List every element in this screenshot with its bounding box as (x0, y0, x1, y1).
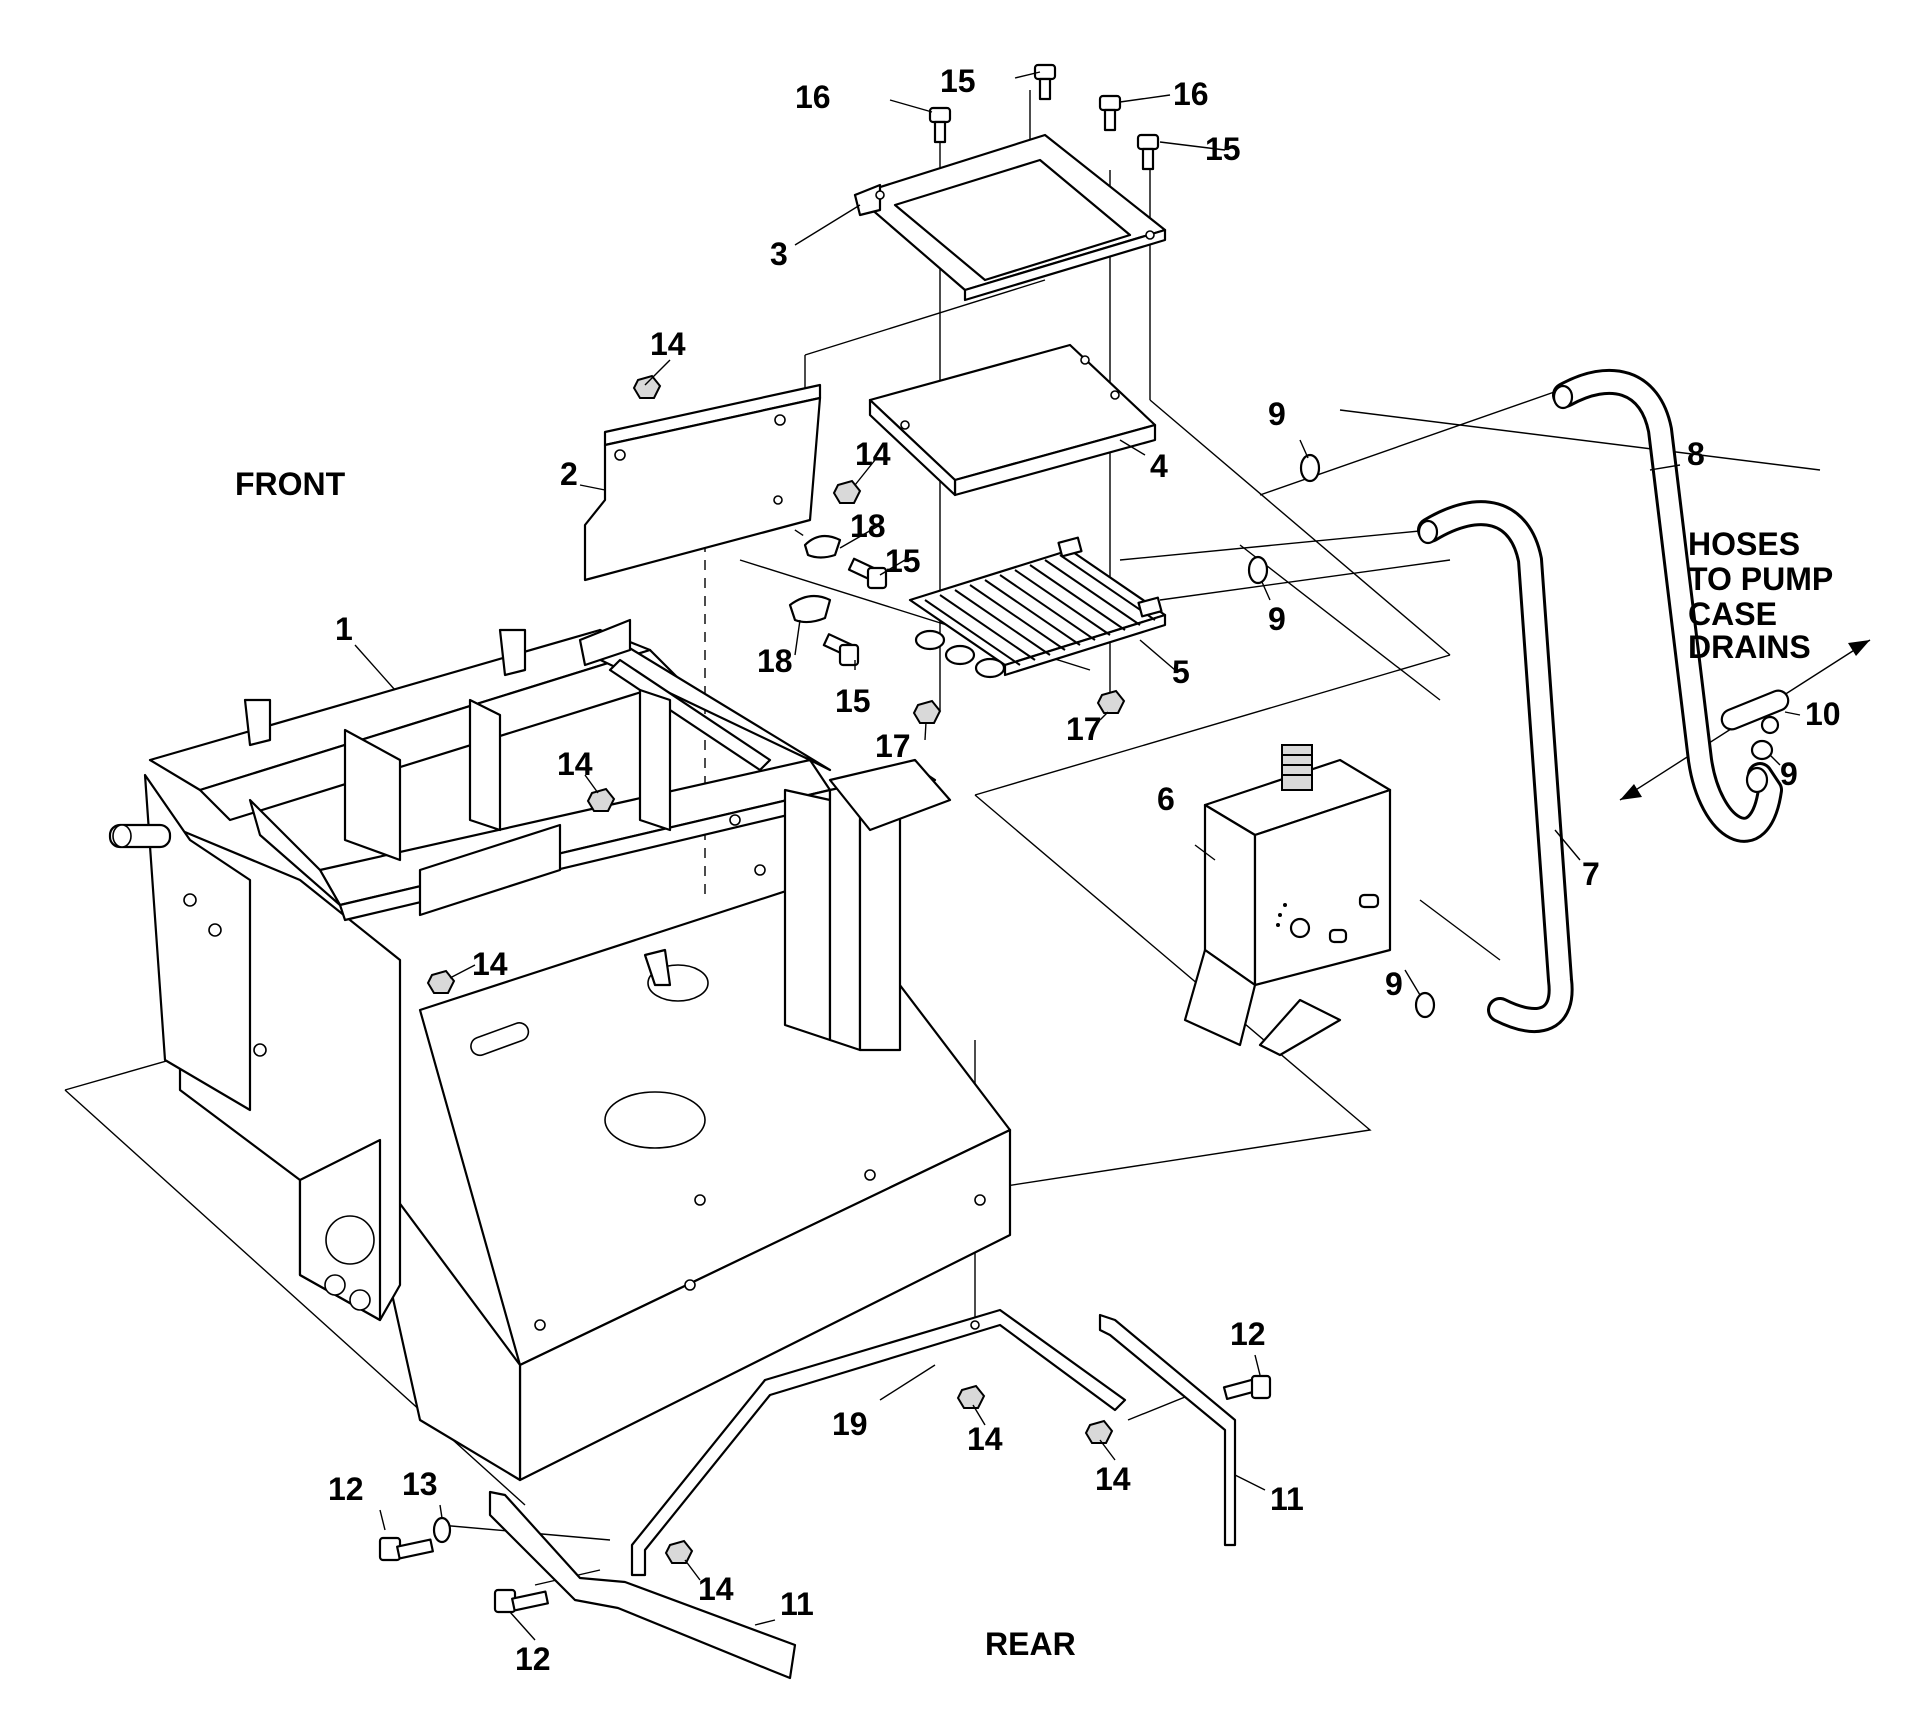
bolt-16-right (1098, 94, 1122, 132)
callout-10: 10 (1805, 696, 1841, 732)
callout-14-c: 14 (557, 746, 593, 782)
oil-cooler-part-5 (908, 536, 1167, 679)
label-hoses-to-pump-case-drains: HOSES TO PUMP CASE DRAINS (1688, 526, 1833, 665)
reservoir-part-6 (1183, 744, 1392, 1057)
callout-14-b: 14 (855, 436, 891, 472)
main-frame-part-1 (108, 618, 1012, 1482)
callout-11-a: 11 (1270, 1481, 1304, 1517)
svg-text:DRAINS: DRAINS (1688, 629, 1811, 665)
bolt-15-top (1033, 63, 1057, 101)
callout-9-b: 9 (1268, 601, 1286, 637)
callout-15-b: 15 (1205, 131, 1241, 167)
callout-14-g: 14 (698, 1571, 734, 1607)
callout-16-a: 16 (795, 79, 831, 115)
svg-text:HOSES: HOSES (1688, 526, 1800, 562)
callout-6: 6 (1157, 781, 1175, 817)
callout-8: 8 (1687, 436, 1705, 472)
callout-18-a: 18 (850, 508, 886, 544)
callout-12-b: 12 (328, 1471, 364, 1507)
callout-19: 19 (832, 1406, 868, 1442)
rear-bar-part-19 (630, 1308, 1127, 1577)
callout-3: 3 (770, 236, 788, 272)
callout-16-b: 16 (1173, 76, 1209, 112)
hose-part-7 (1417, 500, 1574, 1033)
frame-part-3 (853, 133, 1167, 302)
bolt-16-left (928, 106, 952, 144)
callout-4: 4 (1150, 448, 1168, 484)
callout-15-c: 15 (885, 543, 921, 579)
callout-7: 7 (1582, 856, 1600, 892)
callout-15-a: 15 (940, 63, 976, 99)
plate-part-4 (868, 343, 1157, 497)
label-front: FRONT (235, 466, 346, 502)
callout-5: 5 (1172, 654, 1190, 690)
callout-18-b: 18 (757, 643, 793, 679)
strap-part-11-right (1098, 1313, 1237, 1547)
hose-part-8 (1552, 368, 1783, 843)
callout-12-c: 12 (515, 1641, 551, 1677)
strap-part-11-left (488, 1490, 797, 1680)
callout-11-b: 11 (780, 1586, 814, 1622)
callout-14-e: 14 (967, 1421, 1003, 1457)
fasteners (378, 63, 1272, 1614)
callout-15-d: 15 (835, 683, 871, 719)
arrow-hoses-to-pump (1620, 640, 1870, 800)
bracket-part-2 (583, 383, 822, 582)
reference-lines (64, 90, 1871, 1586)
svg-text:CASE: CASE (1688, 596, 1777, 632)
callout-17-b: 17 (1066, 711, 1102, 747)
clamps-part-9 (1247, 453, 1774, 1019)
callout-leaders (354, 71, 1801, 1641)
callout-9-d: 9 (1385, 966, 1403, 1002)
callout-2: 2 (560, 456, 578, 492)
callout-numbers: 1 2 3 4 5 6 7 8 9 9 9 9 10 11 11 12 12 1… (328, 63, 1841, 1677)
callout-13: 13 (402, 1466, 438, 1502)
callout-9-a: 9 (1268, 396, 1286, 432)
tee-fitting-part-10 (1720, 689, 1790, 735)
callout-9-c: 9 (1780, 756, 1798, 792)
bolt-15-right (1136, 133, 1160, 171)
callout-14-a: 14 (650, 326, 686, 362)
callout-12-a: 12 (1230, 1316, 1266, 1352)
callout-14-f: 14 (1095, 1461, 1131, 1497)
label-rear: REAR (985, 1626, 1076, 1662)
svg-text:TO PUMP: TO PUMP (1688, 561, 1833, 597)
callout-17-a: 17 (875, 728, 911, 764)
callout-1: 1 (335, 611, 353, 647)
callout-14-d: 14 (472, 946, 508, 982)
